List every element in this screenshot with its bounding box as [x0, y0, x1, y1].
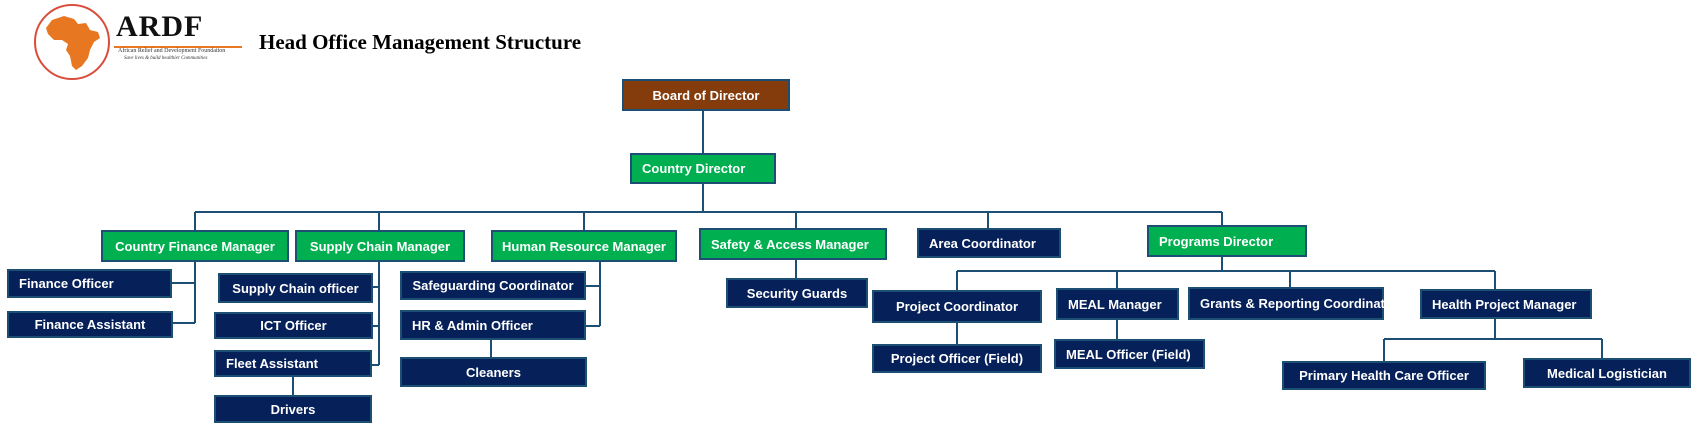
node-project-officer-field: Project Officer (Field)	[872, 344, 1042, 373]
node-human-resource-manager: Human Resource Manager	[491, 230, 677, 262]
node-medical-logistician: Medical Logistician	[1523, 358, 1691, 388]
node-programs-director: Programs Director	[1147, 225, 1307, 257]
logo-tagline: Save lives & build healthier Communities	[124, 56, 208, 61]
node-health-project-manager: Health Project Manager	[1420, 289, 1592, 319]
node-area-coordinator: Area Coordinator	[917, 228, 1061, 258]
node-country-finance-manager: Country Finance Manager	[101, 230, 289, 262]
node-drivers: Drivers	[214, 395, 372, 423]
node-primary-health-care-officer: Primary Health Care Officer	[1282, 361, 1486, 390]
node-grants-reporting-coordinator: Grants & Reporting Coordinator	[1188, 287, 1398, 320]
connector-supply-team	[372, 258, 380, 366]
logo-name: ARDF	[116, 10, 204, 43]
node-meal-officer-field: MEAL Officer (Field)	[1054, 339, 1205, 369]
logo-ring	[34, 4, 110, 80]
ardf-logo: ARDF African Relief and Development Foun…	[34, 4, 244, 86]
node-supply-chain-officer: Supply Chain officer	[218, 273, 373, 303]
node-project-coordinator: Project Coordinator	[872, 290, 1042, 323]
africa-map-icon	[46, 16, 100, 70]
node-fleet-assistant: Fleet Assistant	[214, 350, 372, 377]
connector-finance-team	[171, 258, 196, 324]
node-country-director: Country Director	[630, 153, 776, 184]
node-board-of-director: Board of Director	[622, 79, 790, 111]
logo-divider	[114, 46, 242, 48]
node-finance-assistant: Finance Assistant	[7, 311, 173, 338]
node-ict-officer: ICT Officer	[214, 312, 373, 339]
connector-programs-bus	[957, 255, 1495, 272]
logo-subtitle: African Relief and Development Foundatio…	[118, 48, 226, 54]
node-supply-chain-manager: Supply Chain Manager	[295, 230, 465, 262]
node-safety-access-manager: Safety & Access Manager	[699, 228, 887, 260]
node-safeguarding-coordinator: Safeguarding Coordinator	[400, 271, 586, 300]
node-meal-manager: MEAL Manager	[1056, 288, 1179, 320]
page-title: Head Office Management Structure	[259, 30, 582, 54]
node-finance-officer: Finance Officer	[7, 269, 172, 298]
connector-health-team	[1383, 319, 1603, 363]
node-security-guards: Security Guards	[726, 278, 868, 308]
node-cleaners: Cleaners	[400, 357, 587, 387]
connector-hr-team	[585, 258, 601, 327]
node-hr-admin-officer: HR & Admin Officer	[400, 310, 586, 340]
